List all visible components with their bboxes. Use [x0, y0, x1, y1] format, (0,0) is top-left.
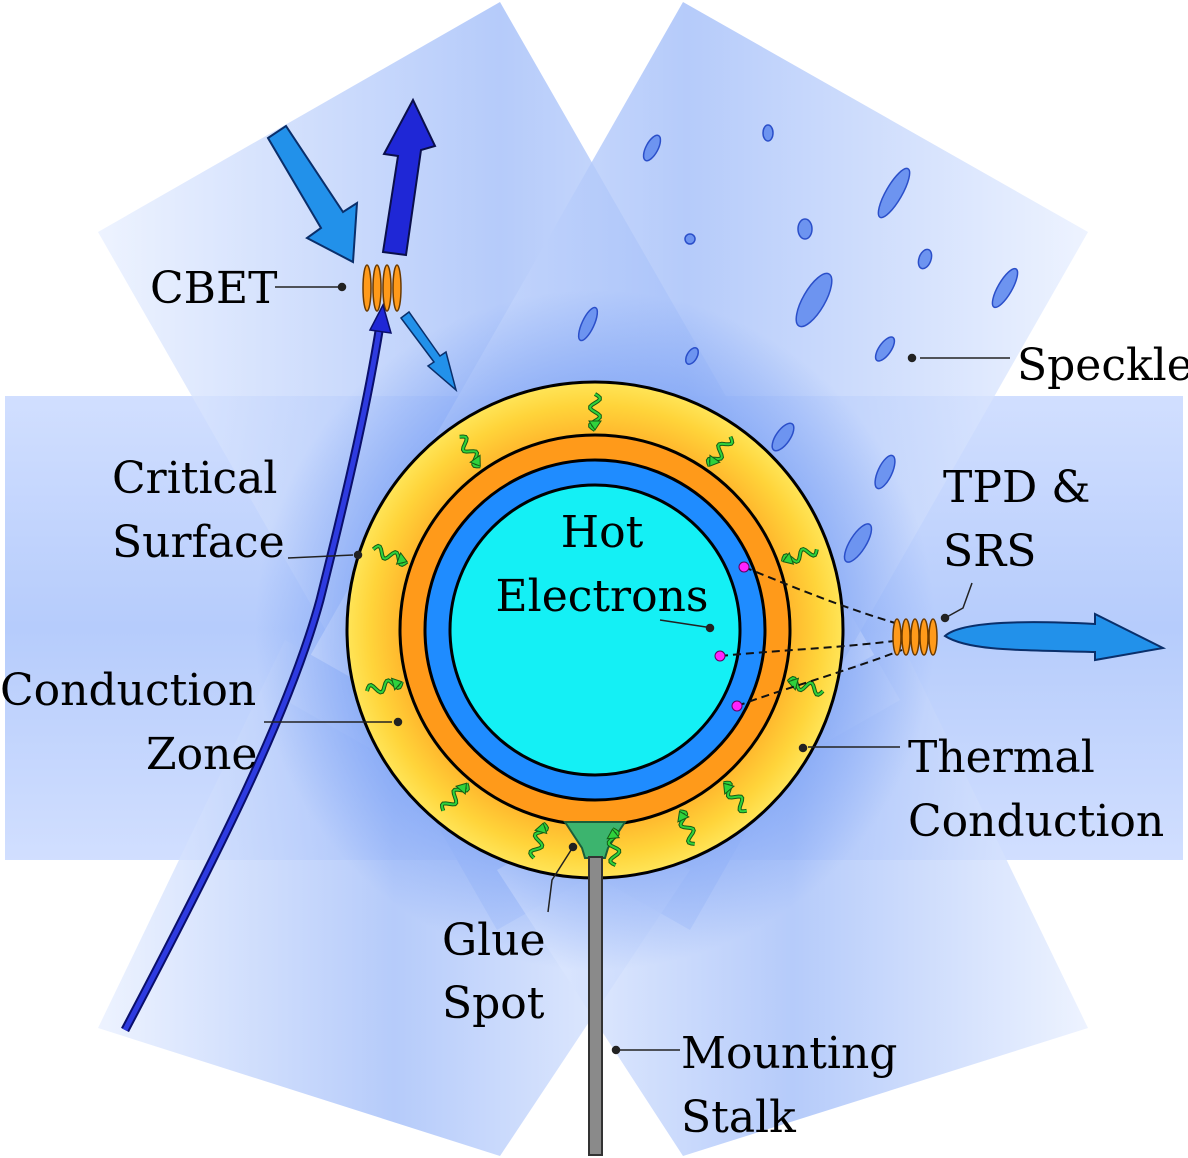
- thermal-wave-arrowhead: [709, 454, 721, 467]
- speckle-spot: [795, 272, 833, 328]
- glue-spot: [563, 821, 627, 859]
- label-mounting-stalk-line1: Mounting: [681, 1028, 897, 1079]
- labels: CBET Speckle Critical Surface Hot Electr…: [0, 263, 1188, 1143]
- label-conduction-zone-line2: Zone: [146, 729, 257, 780]
- thermal-wave-arrowhead: [677, 810, 690, 823]
- cbet-wave-packet: [362, 264, 402, 312]
- target-capsule: [345, 380, 845, 880]
- thermal-conduction-waves: [365, 392, 825, 867]
- speckle-spot: [762, 124, 774, 142]
- mounting-stalk: [588, 856, 603, 1156]
- label-hot-electrons-line2: Electrons: [496, 571, 709, 622]
- label-critical-surface-line2: Surface: [112, 517, 285, 568]
- label-critical-surface-line1: Critical: [112, 453, 277, 504]
- thermal-wave-arrowhead: [787, 677, 800, 691]
- thermal-wave-arrowhead: [390, 677, 403, 691]
- label-speckle: Speckle: [1017, 340, 1188, 391]
- speckle-spot: [642, 134, 662, 162]
- thermal-wave-arrowhead: [722, 782, 735, 795]
- hot-core: [448, 483, 742, 777]
- label-glue-spot-line1: Glue: [442, 915, 546, 966]
- hot-electron-path: [743, 566, 903, 626]
- label-mounting-stalk-line2: Stalk: [681, 1092, 796, 1143]
- thermal-wave-arrowhead: [588, 420, 602, 431]
- tpd-srs-wave-packet: [892, 618, 938, 656]
- label-glue-spot-line2: Spot: [442, 978, 545, 1029]
- label-thermal-conduction-line2: Conduction: [908, 796, 1164, 847]
- label-conduction-zone-line1: Conduction: [0, 665, 256, 716]
- speckle-spot: [577, 306, 599, 342]
- speckle-spot: [917, 248, 933, 270]
- cbet-depleted-arrow: [399, 310, 458, 393]
- label-cbet: CBET: [150, 263, 277, 314]
- label-hot-electrons-line1: Hot: [561, 507, 644, 558]
- speckle-spot: [797, 218, 813, 240]
- speckle-spot: [991, 267, 1019, 309]
- speckle-spot: [685, 347, 699, 365]
- hot-electron-path: [719, 639, 903, 657]
- cbet-incoming-arrow: [266, 124, 359, 264]
- label-tpd-srs-line1: TPD &: [943, 462, 1090, 513]
- thermal-wave-arrowhead: [606, 828, 621, 840]
- hot-electrons: [714, 561, 903, 712]
- speckle-spot: [771, 422, 795, 452]
- speckle-spot: [684, 233, 696, 245]
- speckle-spot: [874, 454, 896, 490]
- thermal-wave-arrowhead: [782, 551, 795, 565]
- hot-electron-dot: [731, 700, 743, 712]
- thermal-wave-arrowhead: [469, 454, 481, 467]
- speckle-spot: [843, 523, 873, 563]
- srs-scattered-arrow: [943, 612, 1167, 662]
- label-thermal-conduction-line1: Thermal: [908, 732, 1095, 783]
- hot-electron-path: [736, 649, 903, 707]
- leader-lines: [264, 282, 1010, 1055]
- label-tpd-srs-line2: SRS: [943, 526, 1036, 577]
- thermal-wave-arrowhead: [534, 822, 548, 835]
- speckle-spot: [874, 336, 896, 362]
- thermal-wave-arrowhead: [455, 782, 468, 795]
- hot-electron-dot: [714, 650, 726, 662]
- laser-ray-head: [368, 302, 393, 334]
- speckle-spots: [577, 124, 1019, 563]
- hot-electron-dot: [738, 561, 750, 573]
- speckle-spot: [877, 167, 911, 219]
- thermal-wave-arrowhead: [395, 551, 408, 565]
- laser-ray-inner: [122, 324, 383, 1032]
- cbet-amplified-arrow: [381, 97, 437, 257]
